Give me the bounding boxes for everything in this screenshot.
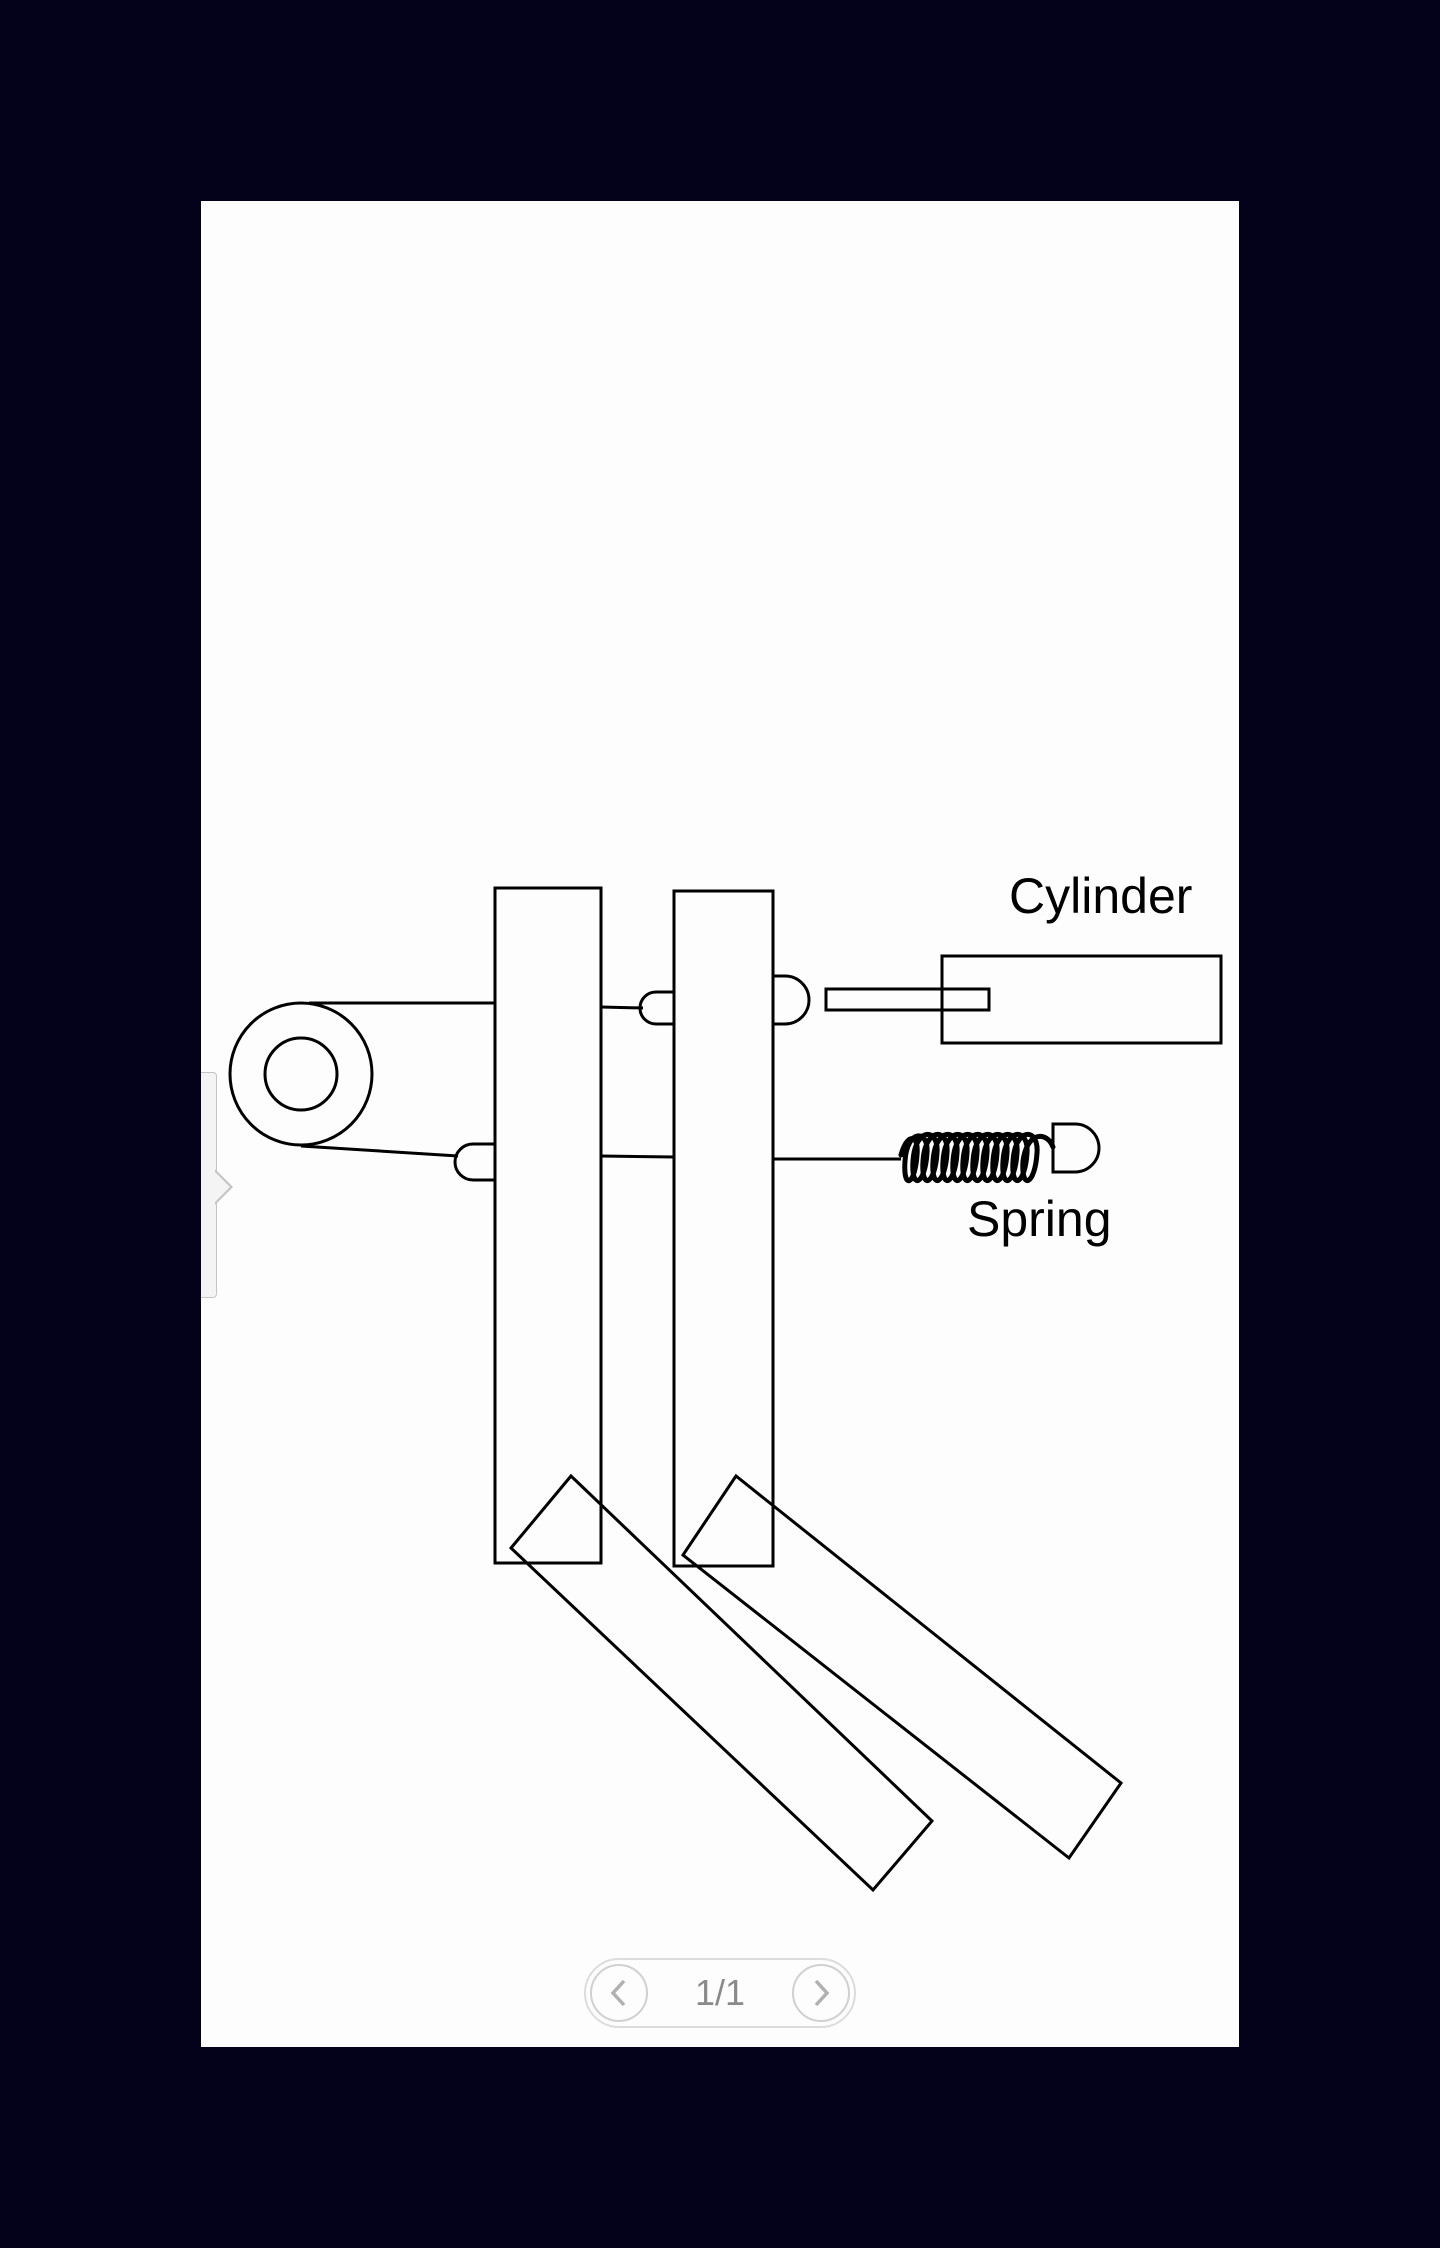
- prev-page-button[interactable]: [590, 1964, 648, 2022]
- pin-left: [453, 1142, 497, 1182]
- pulley-inner: [263, 1036, 339, 1112]
- mechanism-drawing: Cylinder Spring: [228, 868, 1223, 1893]
- cylinder-label: Cylinder: [1009, 868, 1192, 924]
- cylinder-rod: [824, 987, 991, 1012]
- bar-left: [493, 886, 603, 1565]
- spring-anchor: [1051, 1122, 1101, 1174]
- cylinder-body: [940, 954, 1223, 1045]
- paddle-right: [680, 1473, 1124, 1861]
- link-lower: [600, 1154, 675, 1159]
- paddle-left: [508, 1473, 935, 1893]
- pin-middle: [638, 990, 676, 1026]
- cylinder-rod-end: [771, 974, 811, 1026]
- next-page-button[interactable]: [791, 1964, 850, 2022]
- document-page: Cylinder Spring: [201, 201, 1239, 2047]
- belt-bottom: [300, 1144, 459, 1158]
- spring-label: Spring: [967, 1191, 1112, 1247]
- spring-coil: [898, 1132, 1056, 1184]
- side-panel-handle[interactable]: [201, 1072, 233, 1298]
- pulley-outer: [228, 1001, 374, 1147]
- bar-right: [672, 889, 775, 1568]
- page-navigator: 1/1: [584, 1958, 856, 2028]
- chevron-right-icon: [814, 1979, 830, 2007]
- link-upper: [600, 1005, 644, 1010]
- page-indicator: 1/1: [694, 1972, 746, 2013]
- chevron-left-icon: [610, 1979, 626, 2007]
